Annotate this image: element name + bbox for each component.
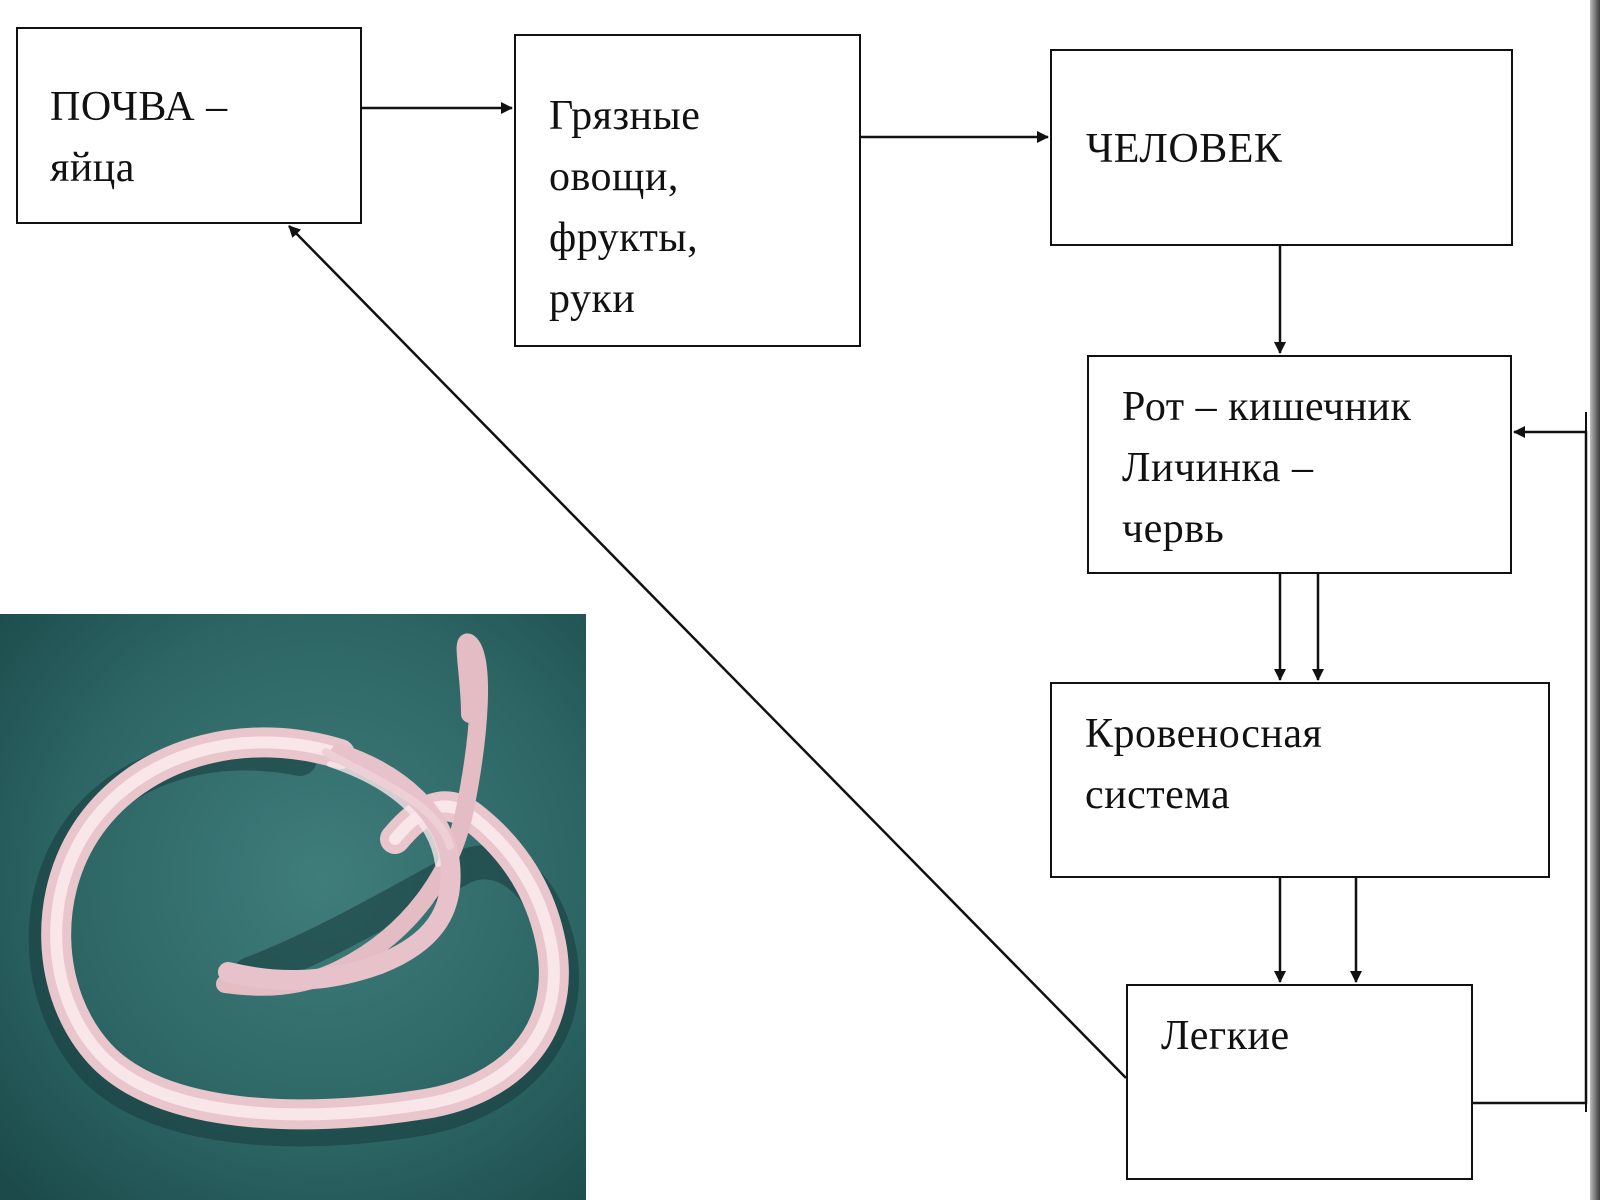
node-mouth-intestine: Рот – кишечник Личинка – червь (1087, 355, 1512, 574)
node-mouth-line-3: червь (1122, 506, 1225, 552)
node-mouth-line-1: Рот – кишечник (1122, 384, 1412, 430)
node-soil-label: ПОЧВА – яйца (50, 77, 228, 199)
node-dirty-food-hands: Грязные овощи, фрукты, руки (514, 34, 861, 347)
node-soil-line-1: ПОЧВА – (50, 84, 228, 130)
node-mouth-label: Рот – кишечник Личинка – червь (1122, 377, 1411, 560)
node-blood-line-2: система (1085, 772, 1231, 818)
node-dirty-line-4: руки (549, 276, 636, 322)
node-dirty-line-3: фрукты, (549, 215, 699, 261)
node-dirty-line-1: Грязные (549, 93, 701, 139)
node-dirty-line-2: овощи, (549, 154, 679, 200)
node-lungs-label: Легкие (1161, 1006, 1290, 1067)
node-blood-line-1: Кровеносная (1085, 711, 1323, 757)
node-human-line-1: ЧЕЛОВЕК (1086, 126, 1283, 172)
node-soil-line-2: яйца (50, 145, 135, 191)
node-lungs: Легкие (1126, 984, 1473, 1180)
node-human: ЧЕЛОВЕК (1050, 49, 1513, 246)
roundworm-photo (0, 614, 586, 1200)
node-dirty-label: Грязные овощи, фрукты, руки (549, 86, 700, 330)
slide-edge-border (1590, 0, 1600, 1200)
node-soil-eggs: ПОЧВА – яйца (16, 27, 362, 224)
node-bloodstream: Кровеносная система (1050, 682, 1550, 878)
node-blood-label: Кровеносная система (1085, 704, 1322, 826)
node-mouth-line-2: Личинка – (1122, 445, 1314, 491)
node-lungs-line-1: Легкие (1161, 1013, 1290, 1059)
node-human-label: ЧЕЛОВЕК (1086, 119, 1282, 180)
